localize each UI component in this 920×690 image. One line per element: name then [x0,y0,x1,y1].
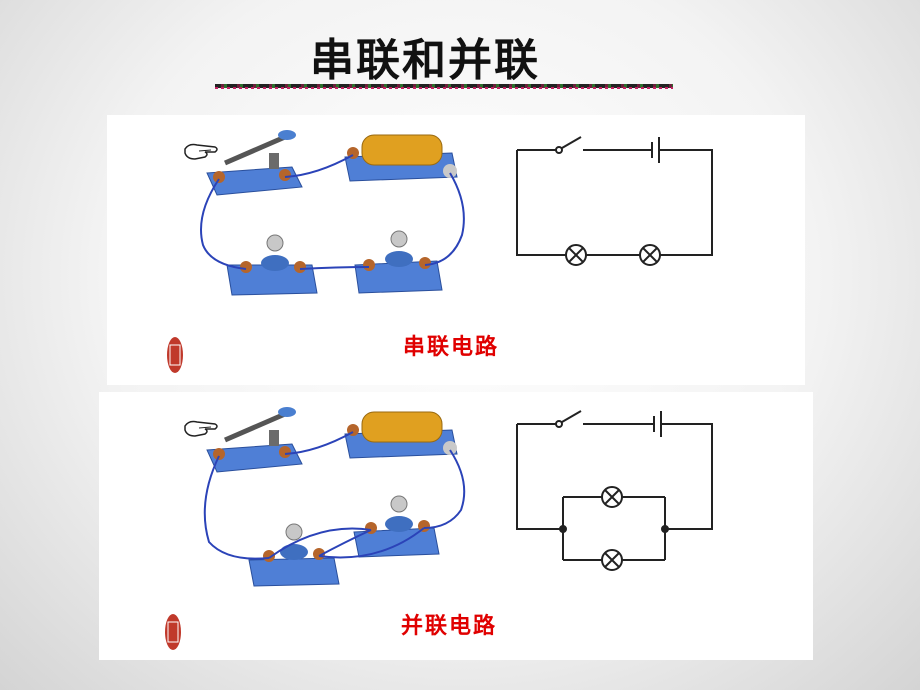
pointing-hand-icon [184,420,218,437]
battery [344,134,458,182]
series-wires [200,154,465,270]
knife-switch [206,407,303,473]
parallel-illustration [165,407,713,650]
parallel-circuit-label: 并联电路 [401,614,498,639]
battery [344,411,458,459]
series-schematic [516,136,713,266]
parallel-circuit-panel: 并联电路 [99,392,813,660]
series-circuit-label: 串联电路 [403,335,500,360]
seal-stamp-icon [167,337,183,373]
bulb-holder-1 [248,523,340,587]
bulb-holder-2 [354,230,443,294]
bulb-holder-1 [226,234,318,296]
title-underline [215,84,673,89]
knife-switch [206,130,303,196]
series-illustration [167,130,713,373]
series-circuit-panel: 串联电路 [107,115,805,385]
bulb-holder-2 [353,495,440,558]
parallel-wires [203,431,466,560]
slide-title: 串联和并联 [310,35,540,86]
parallel-schematic [516,410,713,571]
pointing-hand-icon [184,143,218,160]
seal-stamp-icon [165,614,181,650]
